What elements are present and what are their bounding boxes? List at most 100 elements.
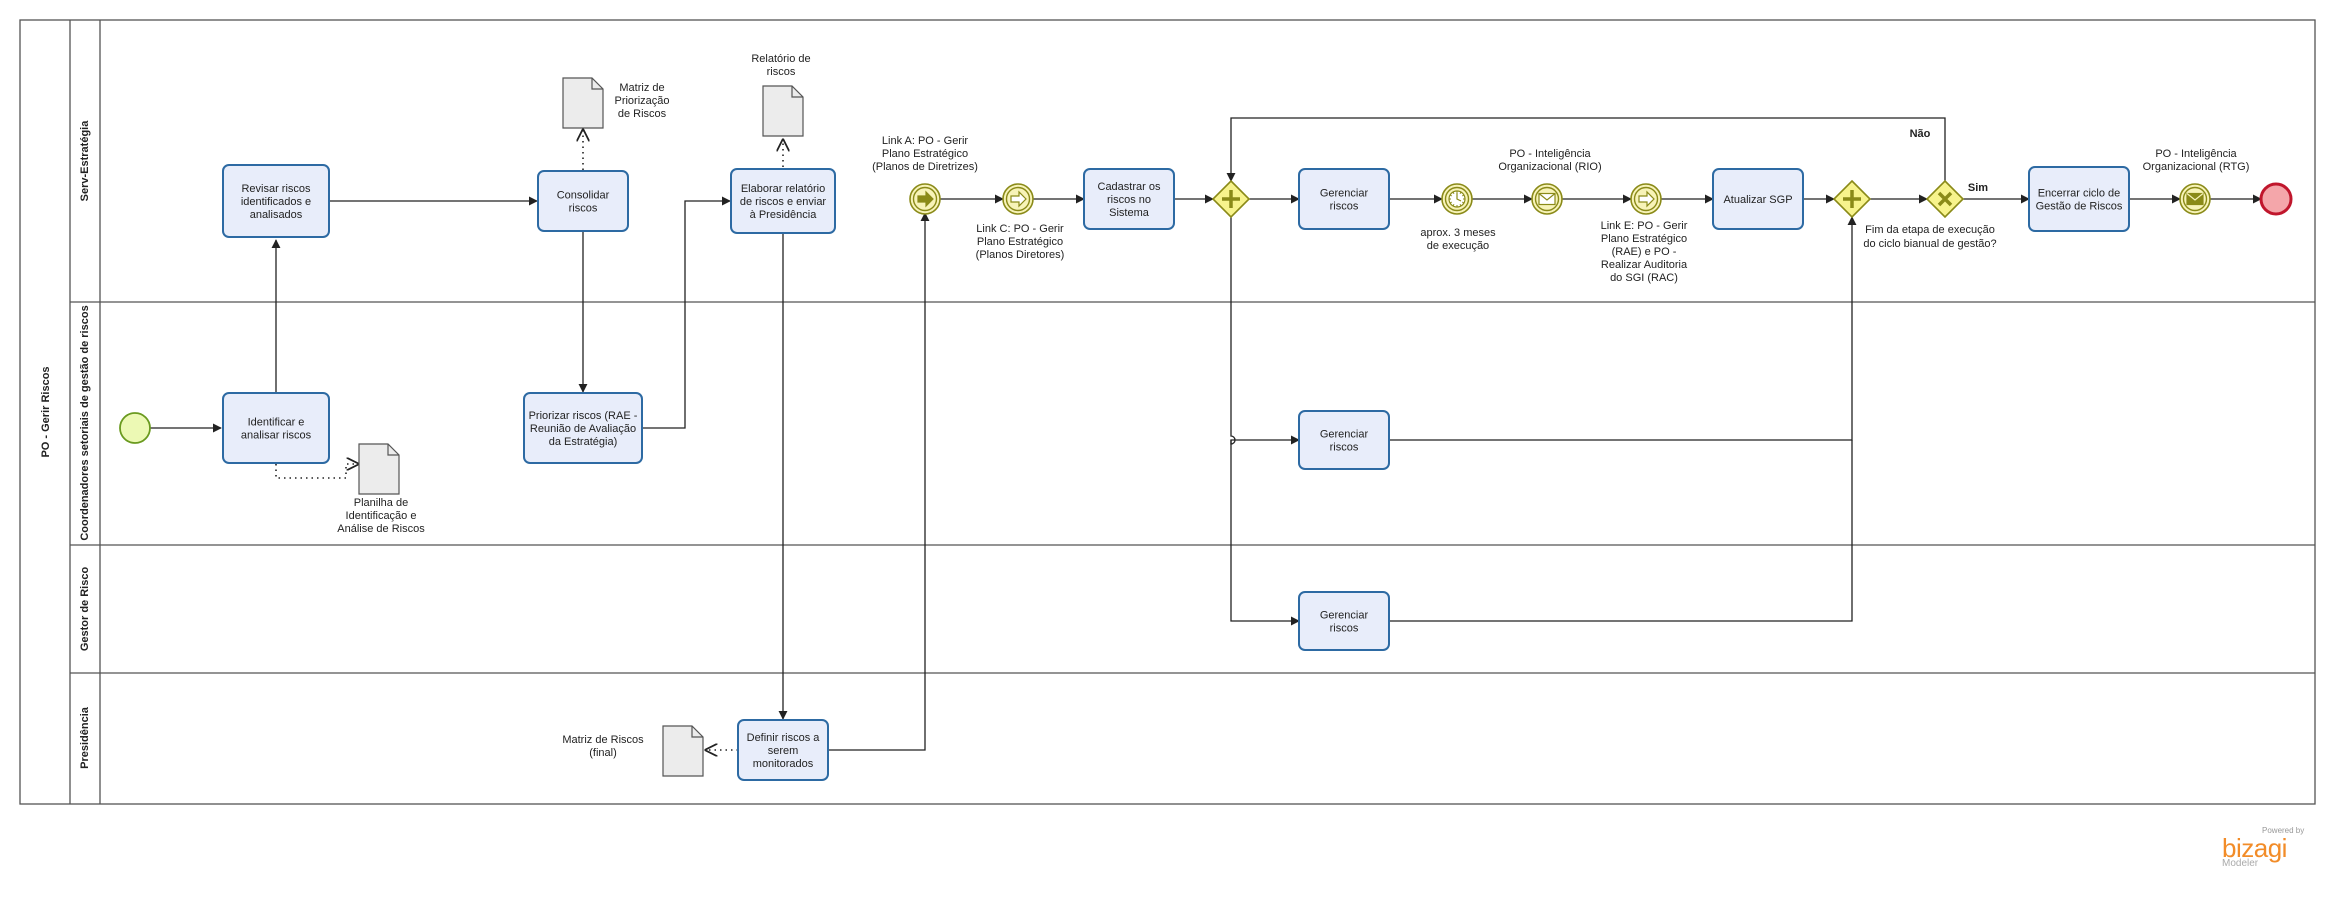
task-gerenciar1-label-line: riscos [1330, 201, 1359, 213]
task-priorizar-label-line: Reunião de Avaliação [530, 423, 636, 435]
task-priorizar-label-line: Priorizar riscos (RAE - [529, 410, 638, 422]
link-event-c-label-line: (Planos Diretores) [976, 249, 1065, 261]
pool-title: PO - Gerir Riscos [40, 366, 52, 457]
task-gerenciar3-label-line: riscos [1330, 623, 1359, 635]
data-object-matriz_final-label-line: (final) [589, 747, 617, 759]
task-cadastrar-label-line: Cadastrar os [1098, 181, 1161, 193]
flow-parallel-to-gerenciar3 [1230, 440, 1300, 626]
data-object-planilha-label-line: Identificação e [346, 510, 417, 522]
message-event-rio-label-line: Organizacional (RIO) [1498, 161, 1601, 173]
bizagi-logo: bizagi [2222, 833, 2287, 863]
flow-decision-no-loop [1226, 117, 1946, 182]
link-event-a-label-line: Link A: PO - Gerir [882, 135, 969, 147]
gateway-yes-label: Sim [1968, 182, 1988, 194]
end-event[interactable] [2259, 182, 2293, 216]
flow-definir-to-link-a [828, 212, 930, 751]
data-object-matriz_prio-label-line: de Riscos [618, 108, 667, 120]
message-event-rtg-label-line: Organizacional (RTG) [2143, 161, 2250, 173]
pool: PO - Gerir Riscos Serv-Estratégia Coorde… [19, 19, 2316, 805]
gateway-question-line-1: Fim da etapa de execução [1865, 224, 1995, 236]
message-event-rtg-label-line: PO - Inteligência [2155, 148, 2237, 160]
link-event-e-label-line: Link E: PO - Gerir [1601, 220, 1688, 232]
flow-priorizar-to-elaborar [643, 196, 731, 429]
task-gerenciar1-label-line: Gerenciar [1320, 188, 1369, 200]
task-elaborar-label-line: Elaborar relatório [741, 183, 825, 195]
message-event-rio-label-line: PO - Inteligência [1509, 148, 1591, 160]
exclusive-gateway-decision[interactable] [1925, 179, 1965, 219]
pool-border [19, 19, 2316, 805]
timer-event-label-line: de execução [1427, 240, 1489, 252]
task-elaborar-label-line: de riscos e enviar [740, 196, 827, 208]
task-elaborar-label-line: à Presidência [750, 209, 818, 221]
task-identificar-label-line: Identificar e [248, 417, 305, 429]
parallel-gateway-split[interactable] [1211, 179, 1251, 219]
data-object-matriz_prio-label-line: Matriz de [619, 82, 664, 94]
link-event-e-label-line: (RAE) e PO - [1612, 246, 1677, 258]
plus-icon [1222, 190, 1240, 208]
sequence-flows [150, 117, 2262, 751]
envelope-icon [2186, 192, 2204, 206]
task-gerenciar2-label-line: riscos [1330, 442, 1359, 454]
task-atualizar[interactable]: Atualizar SGP [1712, 168, 1804, 230]
task-gerenciar3-label-line: Gerenciar [1320, 610, 1369, 622]
data-object-matriz_final-label-line: Matriz de Riscos [562, 734, 644, 746]
link-event-c-label-line: Plano Estratégico [977, 236, 1063, 248]
start-event[interactable] [119, 412, 151, 444]
link-event-a-label-line: Plano Estratégico [882, 148, 968, 160]
gateway-no-label: Não [1910, 128, 1931, 140]
task-encerrar-label-line: Gestão de Riscos [2036, 201, 2123, 213]
data-object-relatorio-label-line: Relatório de [751, 53, 810, 65]
powered-by-label: Powered by [2262, 826, 2305, 835]
document-icon [662, 725, 704, 777]
task-cadastrar-label-line: riscos no [1107, 194, 1151, 206]
lane-title-presidencia: Presidência [79, 706, 91, 769]
parallel-gateway-join[interactable] [1832, 179, 1872, 219]
data-object-matriz_final[interactable]: Matriz de Riscos(final) [562, 725, 704, 777]
link-event-e-label-line: do SGI (RAC) [1610, 272, 1678, 284]
flow-gerenciar3-to-join [1390, 440, 1853, 622]
task-definir-label-line: monitorados [753, 758, 814, 770]
task-atualizar-label-line: Atualizar SGP [1723, 194, 1792, 206]
task-priorizar[interactable]: Priorizar riscos (RAE -Reunião de Avalia… [523, 392, 643, 464]
document-icon [358, 443, 400, 495]
gateway-question-line-2: do ciclo bianual de gestão? [1863, 238, 1996, 250]
task-cadastrar-label-line: Sistema [1109, 207, 1150, 219]
task-revisar-label-line: analisados [250, 209, 303, 221]
lane-title-serv-estrategia: Serv-Estratégia [79, 120, 91, 202]
plus-icon [1843, 190, 1861, 208]
task-priorizar-label-line: da Estratégia) [549, 436, 617, 448]
assoc-identificar-planilha [275, 464, 358, 479]
task-identificar-label-line: analisar riscos [241, 430, 312, 442]
link-arrow-icon [917, 190, 934, 208]
x-icon [1937, 191, 1953, 207]
lane-title-gestor: Gestor de Risco [79, 567, 91, 652]
link-arrow-icon [1010, 190, 1027, 208]
data-object-matriz_prio-label-line: Priorização [614, 95, 669, 107]
data-object-planilha-label-line: Análise de Riscos [337, 523, 425, 535]
bizagi-branding: Powered by bizagi Modeler [2222, 826, 2312, 869]
link-event-e-label-line: Plano Estratégico [1601, 233, 1687, 245]
